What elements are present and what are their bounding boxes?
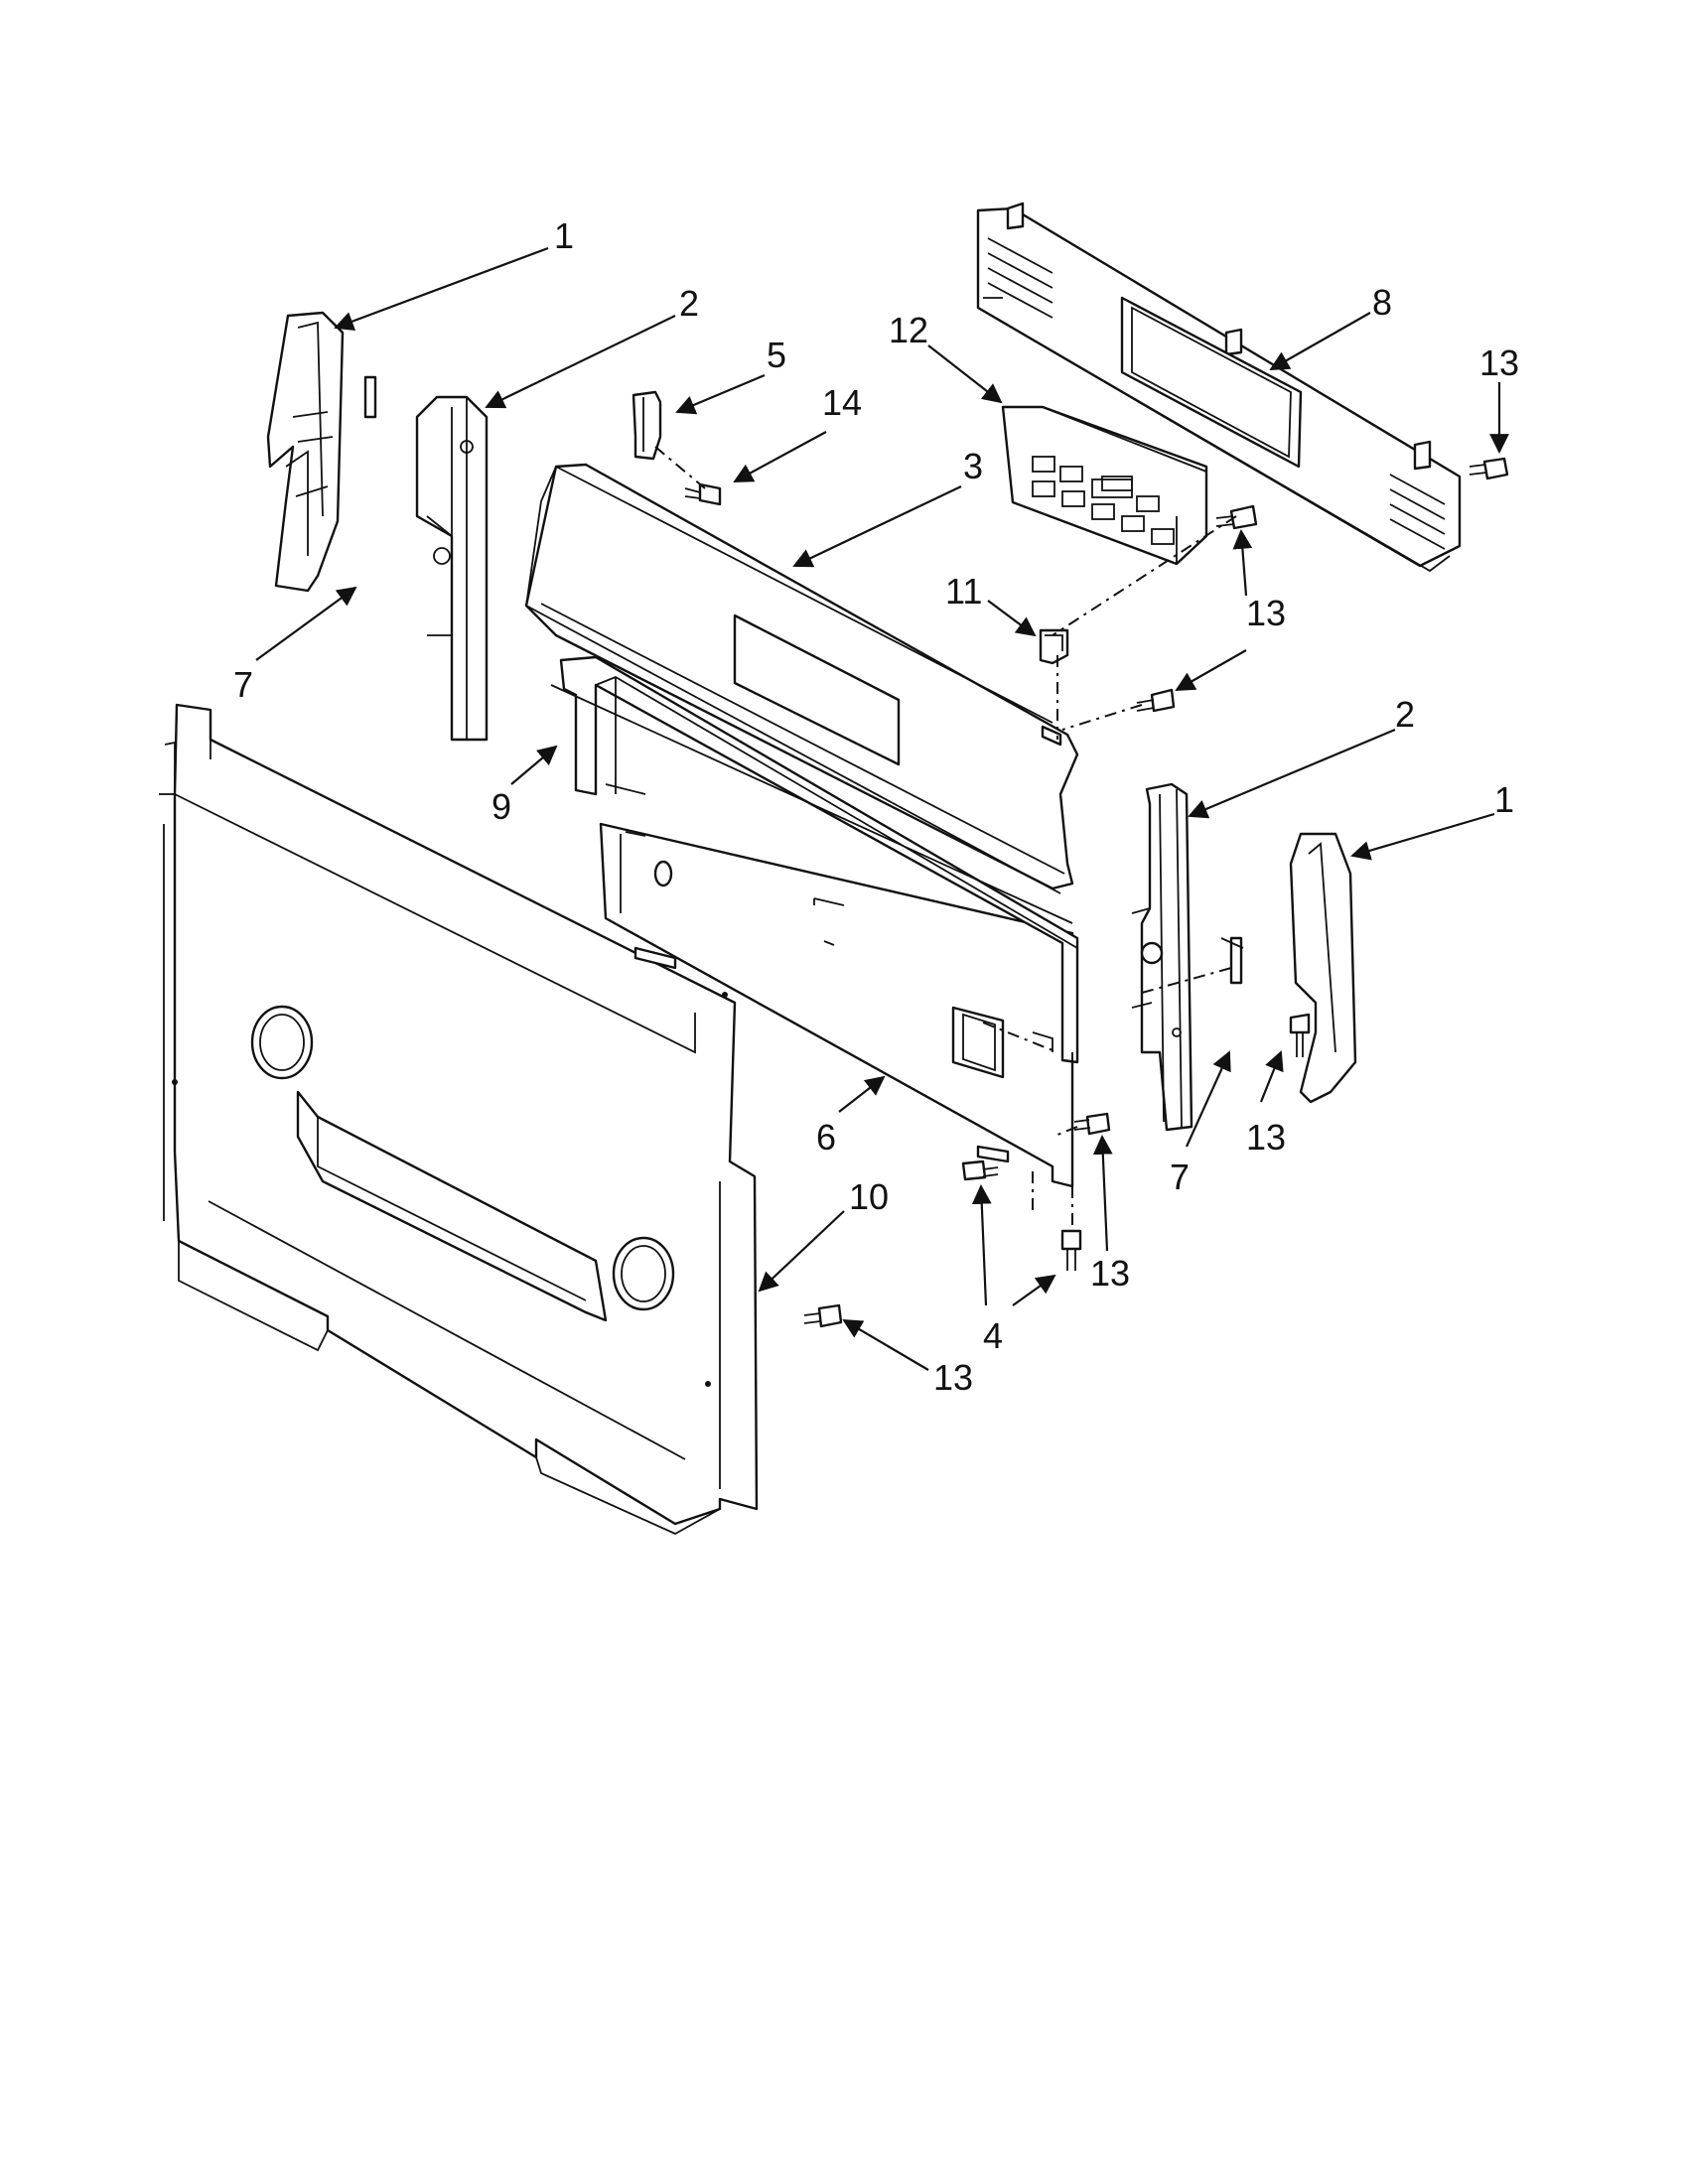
callout-2-left: 2 <box>679 283 699 324</box>
callout-12: 12 <box>889 310 928 350</box>
part-12-control-board <box>1001 405 1208 566</box>
callout-13-right-cap: 13 <box>1246 1117 1286 1158</box>
callout-2-right: 2 <box>1395 694 1415 735</box>
part-1-left-end-cap <box>266 311 345 593</box>
part-2-left-bracket <box>415 395 489 742</box>
part-3-control-panel <box>524 463 1079 924</box>
callout-11: 11 <box>945 571 982 612</box>
leader-lines <box>255 246 1509 1371</box>
part-6-lower-panel <box>599 822 1074 1188</box>
callout-13-board: 13 <box>1246 593 1286 633</box>
callout-6: 6 <box>816 1117 836 1158</box>
part-10-panel <box>159 703 759 1536</box>
callout-14: 14 <box>822 382 862 423</box>
callout-13-top-right: 13 <box>1479 342 1519 383</box>
callout-7-left: 7 <box>233 664 253 705</box>
part-9-frame <box>559 655 1079 1163</box>
callout-1-right: 1 <box>1494 779 1514 820</box>
callout-4: 4 <box>983 1315 1003 1356</box>
callout-labels: 1 2 5 14 3 12 8 13 13 11 13 7 9 2 1 6 7 … <box>233 215 1519 1398</box>
alignment-lines <box>654 446 1237 1231</box>
callout-13-lower-panel: 13 <box>1090 1253 1130 1294</box>
part-1-right-end-cap <box>1289 832 1357 1104</box>
callout-1-left: 1 <box>554 215 574 256</box>
callout-5: 5 <box>767 335 786 375</box>
callout-10: 10 <box>849 1176 889 1217</box>
part-14-screw <box>684 482 722 506</box>
callout-3: 3 <box>963 446 983 486</box>
callout-9: 9 <box>491 786 511 827</box>
callout-13-bottom: 13 <box>933 1357 973 1398</box>
callout-7-right: 7 <box>1170 1157 1190 1197</box>
part-7-left-clip <box>363 375 377 419</box>
part-2-right-bracket <box>1131 782 1193 1132</box>
part-8-vent-panel <box>976 202 1462 573</box>
part-11-switch <box>1039 628 1069 665</box>
screw-icons <box>803 457 1509 1328</box>
callout-8: 8 <box>1372 282 1392 323</box>
part-7-right-clip <box>1220 936 1244 985</box>
